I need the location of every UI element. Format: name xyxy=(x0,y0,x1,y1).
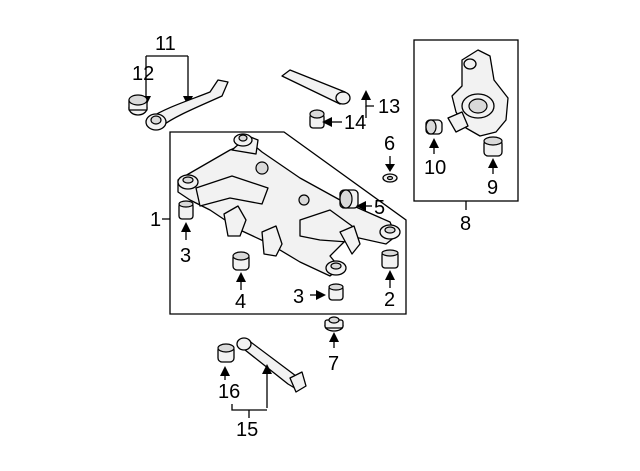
bushing-3-bottom xyxy=(328,283,344,301)
callout-11: 11 xyxy=(155,33,176,55)
callout-3-left: 3 xyxy=(180,245,191,267)
bushing-2 xyxy=(381,249,399,269)
callout-12: 12 xyxy=(132,63,154,85)
bushing-4 xyxy=(232,251,250,271)
trailing-link xyxy=(236,337,307,393)
washer-6: 6 xyxy=(382,133,398,183)
callout-7: 7 xyxy=(328,353,339,375)
subframe-outline xyxy=(169,131,407,315)
bushing-9 xyxy=(483,136,503,157)
subframe-panel: 1 5 xyxy=(150,131,407,315)
trailing-link-group: 16 15 xyxy=(217,337,307,441)
callout-13: 13 xyxy=(378,96,400,118)
callout-4: 4 xyxy=(235,291,246,313)
bushing-3-left xyxy=(178,200,194,220)
upper-control-arm xyxy=(145,79,229,131)
callout-5: 5 xyxy=(374,197,385,219)
knuckle-panel: 8 10 9 xyxy=(413,39,519,235)
callout-3-bottom: 3 xyxy=(293,286,304,308)
crossmember xyxy=(177,133,401,277)
lateral-link-group: 13 14 xyxy=(281,69,400,134)
upper-arm-group: 11 12 xyxy=(128,33,229,131)
bushing-10 xyxy=(425,119,443,135)
bushing-16 xyxy=(217,343,235,363)
callout-8: 8 xyxy=(460,213,471,235)
callout-14: 14 xyxy=(344,112,366,134)
callout-15: 15 xyxy=(236,419,258,441)
callout-2: 2 xyxy=(384,289,395,311)
callout-6: 6 xyxy=(384,133,395,155)
callout-1: 1 xyxy=(150,209,161,231)
lateral-link xyxy=(281,69,351,105)
nut-7: 7 xyxy=(324,316,344,375)
callout-9: 9 xyxy=(487,177,498,199)
bushing-14 xyxy=(309,109,325,129)
callout-10: 10 xyxy=(424,157,446,179)
bushing-12 xyxy=(128,94,148,116)
bushing-5 xyxy=(339,189,359,209)
callout-16: 16 xyxy=(218,381,240,403)
knuckle xyxy=(447,49,509,137)
